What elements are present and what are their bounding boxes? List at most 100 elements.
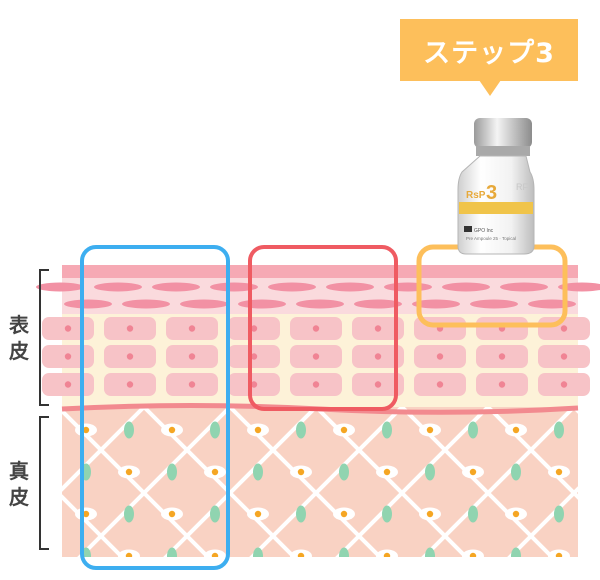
fibroblast-core [211,552,219,557]
cell-nucleus [312,381,320,388]
fibroblast-core [82,510,90,518]
collagen-fiber [167,463,177,481]
cell-nucleus [250,325,258,332]
callout-pointer [479,80,501,96]
granular-cell [500,282,548,292]
collagen-fiber [511,547,521,557]
fibroblast-core [82,426,90,434]
granular-cell [470,299,518,309]
epidermis-bracket [39,269,49,406]
fibroblast-core [125,468,133,476]
collagen-fiber [339,463,349,481]
highlight-box-blue [80,245,230,570]
collagen-fiber [296,421,306,439]
granular-cell [384,282,432,292]
collagen-fiber [124,505,134,523]
collagen-fiber [468,421,478,439]
cell-nucleus [188,381,196,388]
collagen-fiber [554,505,564,523]
vial-brand-text: RsP [466,190,486,201]
collagen-fiber [511,463,521,481]
fibroblast-core [168,426,176,434]
collagen-fiber [382,505,392,523]
lattice-line [421,407,576,557]
step-callout: ステップ3 [400,19,578,81]
vial-number: 3 [486,182,497,204]
lattice-line [163,407,318,557]
fibroblast-core [340,426,348,434]
cell-nucleus [64,353,72,360]
cell-nucleus [374,325,382,332]
lattice-line [62,407,146,492]
granular-band [62,278,578,314]
fibroblast-core [469,468,477,476]
fibroblast-core [555,552,563,557]
cell-nucleus [312,325,320,332]
fibroblast-core [125,552,133,557]
epidermal-cells [42,317,590,396]
fibroblast-core [426,510,434,518]
granular-cell [296,299,344,309]
granular-cell [94,282,142,292]
stratum-corneum [62,265,578,278]
cell-nucleus [126,381,134,388]
epidermis-layer [36,265,600,409]
cell-nucleus [560,325,568,332]
cell-nucleus [436,353,444,360]
collagen-fiber [296,505,306,523]
vial-fine-print-1: GPO Inc [474,228,494,234]
layer-brackets [39,269,49,550]
granular-cell [122,299,170,309]
granular-cell [442,282,490,292]
highlight-box-red [248,245,398,411]
granular-cell [412,299,460,309]
collagen-fiber [253,547,263,557]
collagen-fiber [339,547,349,557]
cell-nucleus [560,381,568,388]
granular-cell [180,299,228,309]
cell-nucleus [250,381,258,388]
vial-side-text: RF [516,182,528,192]
granular-cell [354,299,402,309]
fibroblast-core [297,552,305,557]
vial-cap [474,118,532,148]
cell-nucleus [126,325,134,332]
cell-nucleus [374,353,382,360]
dermis-label: 真皮 [9,459,29,509]
cell-nucleus [188,325,196,332]
cell-nucleus [64,325,72,332]
vial-logo-mark [464,226,472,232]
cell-nucleus [126,353,134,360]
collagen-fiber [382,421,392,439]
dermis-layer [61,403,600,567]
lattice-line [586,407,600,567]
fibroblast-core [383,552,391,557]
fibroblast-core [426,426,434,434]
fibroblast-core [469,552,477,557]
fibroblast-core [512,426,520,434]
cell-nucleus [436,381,444,388]
vial-label-band [459,202,533,214]
cell-nucleus [498,381,506,388]
cell-nucleus [64,381,72,388]
lattice-line [249,407,404,557]
granular-cell [558,282,600,292]
lattice-line [507,486,578,557]
fibroblast-core [512,510,520,518]
granular-cell [64,299,112,309]
fibroblast-core [383,468,391,476]
lattice-line [335,407,490,557]
collagen-fiber [468,505,478,523]
epidermis-label: 表皮 [9,313,29,363]
fibroblast-core [254,426,262,434]
granular-cell [528,299,576,309]
collagen-fiber [425,463,435,481]
cell-nucleus [498,353,506,360]
vial-fine-print-2: Pre Ampoule 25 · Topical [466,236,516,241]
fibroblast-core [555,468,563,476]
dermis-bracket [39,416,49,550]
granular-cell [326,282,374,292]
vial-collar [476,146,530,156]
granular-cell [210,282,258,292]
